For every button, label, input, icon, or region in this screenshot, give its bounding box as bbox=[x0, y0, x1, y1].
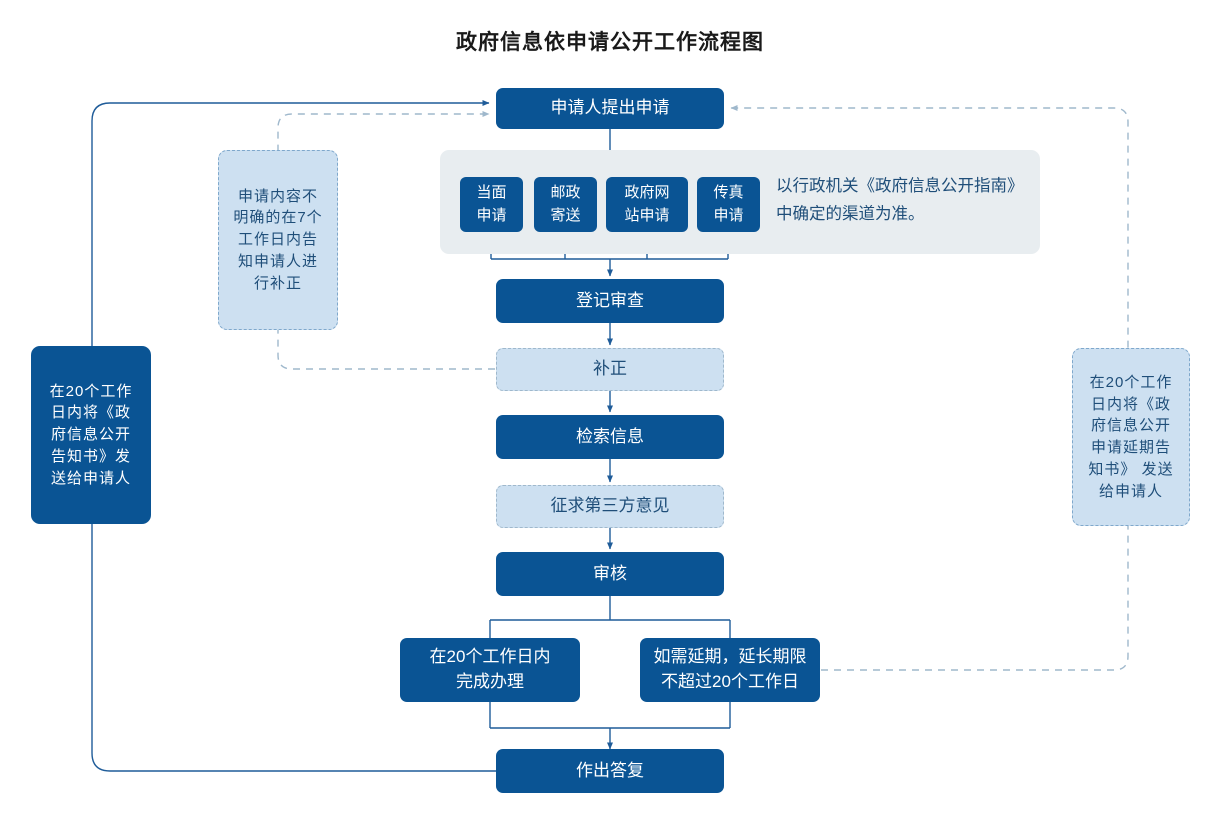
note-extension-notice-20-days-line3: 府信息公开 bbox=[1090, 417, 1171, 435]
note-disclosure-notice-20-days-line4: 告知书》发 bbox=[50, 447, 131, 465]
node-channel-fax[interactable]: 传真 申请 bbox=[697, 177, 760, 232]
node-channel-postal-mail-line1: 邮政 bbox=[550, 184, 581, 201]
note-correction-7-days-line5: 行补正 bbox=[253, 274, 302, 292]
note-correction-7-days-line2: 明确的在7个 bbox=[233, 209, 323, 227]
node-channel-in-person[interactable]: 当面 申请 bbox=[460, 177, 523, 232]
node-channel-government-website-line2: 站申请 bbox=[624, 206, 670, 224]
channel-note-text: 以行政机关《政府信息公开指南》 中确定的渠道为准。 bbox=[776, 172, 1036, 228]
node-channel-fax-line2: 申请 bbox=[713, 206, 744, 224]
node-review[interactable]: 审核 bbox=[496, 552, 724, 596]
channel-note-line1: 以行政机关《政府信息公开指南》 bbox=[776, 177, 1024, 195]
page-title: 政府信息依申请公开工作流程图 bbox=[456, 31, 764, 54]
channel-note-line2: 中确定的渠道为准。 bbox=[776, 205, 925, 224]
node-registration-review-label: 登记审查 bbox=[576, 290, 644, 310]
node-complete-within-20-days-line1: 在20个工作日内 bbox=[429, 647, 551, 667]
node-channel-government-website[interactable]: 政府网 站申请 bbox=[606, 177, 688, 232]
node-channel-postal-mail-line2: 寄送 bbox=[550, 206, 581, 224]
node-make-reply-label: 作出答复 bbox=[576, 760, 644, 780]
node-review-label: 审核 bbox=[593, 563, 627, 583]
note-extension-notice-20-days-line2: 日内将《政 bbox=[1090, 395, 1171, 413]
node-extension-period[interactable]: 如需延期，延长期限 不超过20个工作日 bbox=[640, 638, 820, 702]
node-complete-within-20-days[interactable]: 在20个工作日内 完成办理 bbox=[400, 638, 580, 702]
node-registration-review[interactable]: 登记审查 bbox=[496, 279, 724, 323]
node-channel-in-person-line1: 当面 bbox=[476, 184, 507, 201]
node-channel-government-website-line1: 政府网 bbox=[624, 184, 670, 201]
node-retrieve-information-label: 检索信息 bbox=[576, 426, 644, 446]
note-correction-7-days-line4: 知申请人进 bbox=[237, 252, 318, 270]
node-retrieve-information[interactable]: 检索信息 bbox=[496, 415, 724, 459]
note-disclosure-notice-20-days-line2: 日内将《政 bbox=[50, 404, 131, 422]
note-extension-notice-20-days-line1: 在20个工作 bbox=[1089, 373, 1173, 391]
node-channel-in-person-line2: 申请 bbox=[476, 206, 507, 224]
note-extension-notice-20-days: 在20个工作 日内将《政 府信息公开 申请延期告 知书》 发送 给申请人 bbox=[1072, 348, 1190, 526]
node-extension-period-line2: 不超过20个工作日 bbox=[661, 672, 799, 691]
note-disclosure-notice-20-days-line5: 送给申请人 bbox=[50, 469, 131, 487]
node-make-reply[interactable]: 作出答复 bbox=[496, 749, 724, 793]
note-correction-7-days-line1: 申请内容不 bbox=[237, 187, 318, 205]
note-extension-notice-20-days-line6: 给申请人 bbox=[1098, 482, 1163, 500]
note-correction-7-days-line3: 工作日内告 bbox=[237, 231, 318, 249]
node-start-application-label: 申请人提出申请 bbox=[550, 98, 670, 118]
note-disclosure-notice-20-days-line3: 府信息公开 bbox=[50, 426, 131, 444]
note-disclosure-notice-20-days: 在20个工作 日内将《政 府信息公开 告知书》发 送给申请人 bbox=[31, 346, 151, 524]
note-disclosure-notice-20-days-line1: 在20个工作 bbox=[49, 382, 133, 400]
node-complete-within-20-days-line2: 完成办理 bbox=[456, 672, 524, 691]
node-third-party-opinion-label: 征求第三方意见 bbox=[550, 496, 670, 516]
node-correction[interactable]: 补正 bbox=[496, 348, 724, 391]
node-channel-fax-line1: 传真 bbox=[713, 184, 744, 201]
note-correction-7-days: 申请内容不 明确的在7个 工作日内告 知申请人进 行补正 bbox=[218, 150, 338, 330]
node-correction-label: 补正 bbox=[593, 359, 627, 379]
node-start-application[interactable]: 申请人提出申请 bbox=[496, 88, 724, 129]
note-extension-notice-20-days-line4: 申请延期告 bbox=[1090, 439, 1171, 456]
node-channel-postal-mail[interactable]: 邮政 寄送 bbox=[534, 177, 597, 232]
node-third-party-opinion[interactable]: 征求第三方意见 bbox=[496, 485, 724, 528]
note-extension-notice-20-days-line5: 知书》 发送 bbox=[1088, 460, 1174, 478]
node-extension-period-line1: 如需延期，延长期限 bbox=[653, 647, 807, 667]
